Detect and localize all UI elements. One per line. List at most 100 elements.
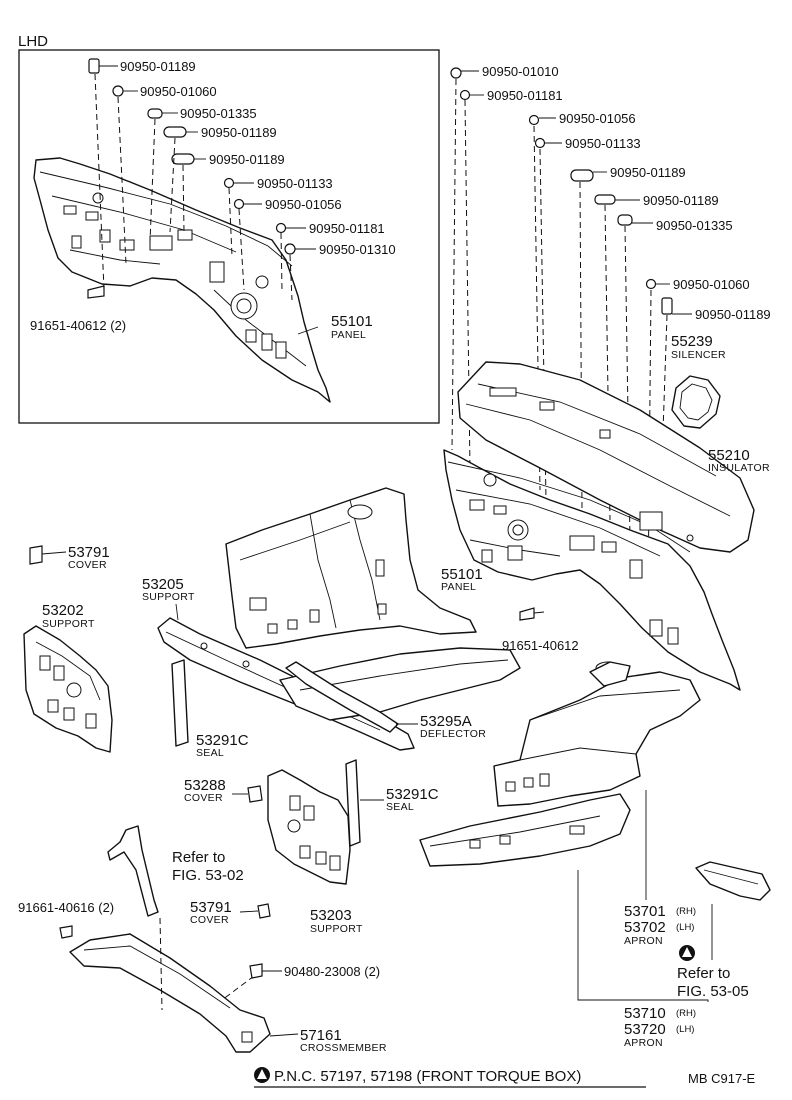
insulator-55210 bbox=[457, 361, 755, 553]
label-55101: 55101 bbox=[441, 566, 483, 583]
crossmember-dash-2 bbox=[221, 975, 255, 1001]
label-seal-b: SEAL bbox=[386, 801, 414, 813]
svg-text:91651-40612 (2): 91651-40612 (2) bbox=[30, 318, 126, 333]
svg-text:90950-01056: 90950-01056 bbox=[559, 111, 636, 126]
svg-text:90950-01189: 90950-01189 bbox=[120, 59, 196, 74]
support-53203 bbox=[267, 769, 351, 885]
lhd-leader-lines bbox=[94, 65, 319, 335]
label-cover-c: COVER bbox=[190, 914, 229, 926]
label-53288: 53288 bbox=[184, 777, 226, 794]
marker-triangle-circle-footer bbox=[254, 1067, 270, 1083]
right-plug-labels: 90950-01010 90950-01181 90950-01056 9095… bbox=[482, 64, 771, 322]
cover-53288 bbox=[247, 785, 263, 803]
label-53791-a: 53791 bbox=[68, 544, 110, 561]
right-plugs bbox=[450, 67, 673, 315]
label-refer-to-a: Refer to bbox=[172, 849, 225, 866]
leader-53710 bbox=[577, 870, 709, 1002]
label-53203: 53203 bbox=[310, 907, 352, 924]
lhd-inset-frame bbox=[18, 49, 440, 424]
silencer-55239 bbox=[671, 375, 721, 429]
svg-text:90950-01189: 90950-01189 bbox=[201, 125, 277, 140]
label-53720: 53720 bbox=[624, 1021, 666, 1038]
label-57161: 57161 bbox=[300, 1027, 342, 1044]
label-deflector: DEFLECTOR bbox=[420, 728, 486, 740]
svg-text:90950-01181: 90950-01181 bbox=[487, 88, 563, 103]
label-fig-53-02: FIG. 53-02 bbox=[172, 867, 244, 884]
label-53202: 53202 bbox=[42, 602, 84, 619]
label-rh-a: (RH) bbox=[676, 906, 696, 917]
cover-53791-a bbox=[29, 545, 67, 565]
label-panel: PANEL bbox=[441, 581, 476, 593]
label-silencer: SILENCER bbox=[671, 349, 726, 361]
label-support-b: SUPPORT bbox=[42, 618, 95, 630]
label-apron-a: APRON bbox=[624, 935, 663, 947]
label-53791-b: 53791 bbox=[190, 899, 232, 916]
bolt-90480-23008 bbox=[249, 963, 282, 979]
label-lh-a: (LH) bbox=[676, 922, 694, 933]
label-53710: 53710 bbox=[624, 1005, 666, 1022]
svg-text:90950-01189: 90950-01189 bbox=[695, 307, 771, 322]
label-53205: 53205 bbox=[142, 576, 184, 593]
svg-text:90950-01060: 90950-01060 bbox=[140, 84, 217, 99]
svg-text:90950-01010: 90950-01010 bbox=[482, 64, 559, 79]
label-91661-40616: 91661-40616 (2) bbox=[18, 900, 114, 915]
bolt-91651-40612 bbox=[519, 607, 545, 621]
svg-text:90950-01133: 90950-01133 bbox=[257, 176, 333, 191]
apron-53710 bbox=[419, 793, 631, 867]
seal-53291c-b bbox=[345, 759, 361, 847]
label-53291c-b: 53291C bbox=[386, 786, 439, 803]
label-fig-53-05: FIG. 53-05 bbox=[677, 983, 749, 1000]
label-55239: 55239 bbox=[671, 333, 713, 350]
label-lh-b: (LH) bbox=[676, 1024, 694, 1035]
bracket-fig-53-02 bbox=[107, 825, 159, 917]
svg-text:55101: 55101 bbox=[331, 313, 373, 330]
cover-53791-b bbox=[239, 903, 271, 919]
apron-53701 bbox=[493, 661, 701, 807]
lhd-part-labels: 90950-01189 90950-01060 90950-01335 9095… bbox=[30, 59, 396, 341]
lhd-title: LHD bbox=[18, 33, 48, 50]
svg-text:90950-01335: 90950-01335 bbox=[180, 106, 257, 121]
svg-text:90950-01181: 90950-01181 bbox=[309, 221, 385, 236]
label-55210: 55210 bbox=[708, 447, 750, 464]
lhd-dash-panel-55101 bbox=[33, 157, 331, 403]
label-cover-a: COVER bbox=[68, 559, 107, 571]
dash-panel-55101 bbox=[443, 449, 741, 691]
seal-53291c-a bbox=[171, 659, 189, 747]
leader-53205 bbox=[175, 603, 179, 621]
footer-pnc: P.N.C. 57197, 57198 (FRONT TORQUE BOX) bbox=[274, 1068, 581, 1085]
svg-text:PANEL: PANEL bbox=[331, 329, 366, 341]
label-rh-b: (RH) bbox=[676, 1008, 696, 1019]
label-apron-b: APRON bbox=[624, 1037, 663, 1049]
label-crossmember: CROSSMEMBER bbox=[300, 1042, 387, 1054]
crossmember-57161 bbox=[69, 933, 271, 1053]
svg-text:90950-01310: 90950-01310 bbox=[319, 242, 396, 257]
label-91651-40612: 91651-40612 bbox=[502, 638, 579, 653]
svg-text:90950-01133: 90950-01133 bbox=[565, 136, 641, 151]
wheel-housing bbox=[225, 487, 477, 649]
label-53295a: 53295A bbox=[420, 713, 472, 730]
label-90480-23008: 90480-23008 (2) bbox=[284, 964, 380, 979]
crossmember-dash-1 bbox=[159, 917, 163, 1011]
svg-text:90950-01335: 90950-01335 bbox=[656, 218, 733, 233]
svg-text:90950-01189: 90950-01189 bbox=[643, 193, 719, 208]
label-53702: 53702 bbox=[624, 919, 666, 936]
label-53701: 53701 bbox=[624, 903, 666, 920]
footer-code: MB C917-E bbox=[688, 1071, 756, 1086]
label-cover-b: COVER bbox=[184, 792, 223, 804]
label-53291c-a: 53291C bbox=[196, 732, 249, 749]
label-support-a: SUPPORT bbox=[142, 591, 195, 603]
label-support-c: SUPPORT bbox=[310, 923, 363, 935]
svg-text:90950-01189: 90950-01189 bbox=[610, 165, 686, 180]
label-refer-to-b: Refer to bbox=[677, 965, 730, 982]
label-insulator: INSULATOR bbox=[708, 462, 770, 474]
support-53202 bbox=[23, 625, 113, 753]
svg-text:90950-01189: 90950-01189 bbox=[209, 152, 285, 167]
label-seal-a: SEAL bbox=[196, 747, 224, 759]
bolt-91661-40616 bbox=[59, 925, 73, 939]
leader-57161 bbox=[269, 1033, 299, 1037]
svg-text:90950-01056: 90950-01056 bbox=[265, 197, 342, 212]
part-fig-53-05 bbox=[695, 861, 771, 901]
apron-top-section bbox=[589, 661, 631, 687]
marker-triangle-circle-a bbox=[679, 945, 695, 961]
